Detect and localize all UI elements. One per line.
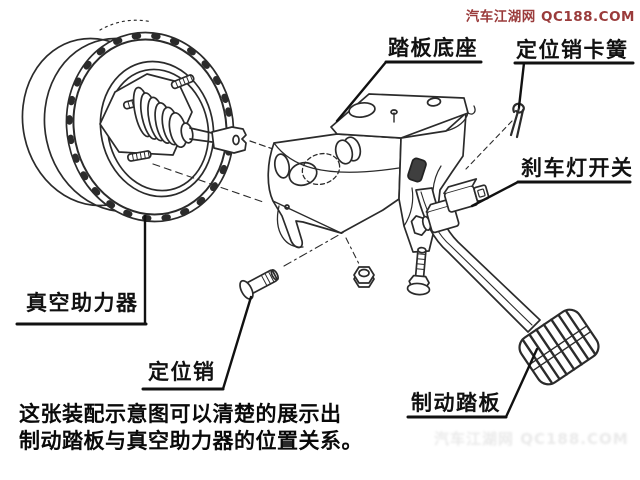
pedal-bracket-drawing xyxy=(267,93,476,253)
vacuum-booster-drawing xyxy=(21,19,291,223)
brake-light-switch-drawing xyxy=(410,178,490,237)
pin-clip-drawing xyxy=(465,102,525,170)
label-brake-light-switch: 刹车灯开关 xyxy=(521,156,634,180)
booster-stud xyxy=(170,74,195,90)
caption-text: 这张装配示意图可以清楚的展示出 制动踏板与真空助力器的位置关系。 xyxy=(19,401,363,455)
label-brake-pedal: 制动踏板 xyxy=(411,391,501,415)
label-lines xyxy=(15,60,635,419)
label-vacuum-booster: 真空助力器 xyxy=(26,291,139,315)
nut-drawing xyxy=(345,237,375,288)
bolt-drawing xyxy=(406,246,431,296)
ghost-watermark: 汽车江湖网 QC188.COM xyxy=(434,430,629,448)
site-watermark: 汽车江湖网 QC188.COM xyxy=(465,9,635,25)
label-positioning-pin: 定位销 xyxy=(148,360,216,384)
caption-line-1: 这张装配示意图可以清楚的展示出 xyxy=(19,402,342,426)
positioning-pin-drawing xyxy=(239,231,345,300)
label-pin-clip: 定位销卡簧 xyxy=(516,38,629,62)
booster-stud xyxy=(127,150,152,162)
pedal-bumper-pad xyxy=(407,157,427,183)
label-pedal-base: 踏板底座 xyxy=(388,36,478,60)
caption-line-2: 制动踏板与真空助力器的位置关系。 xyxy=(19,429,363,453)
booster-pushrod xyxy=(132,86,247,154)
